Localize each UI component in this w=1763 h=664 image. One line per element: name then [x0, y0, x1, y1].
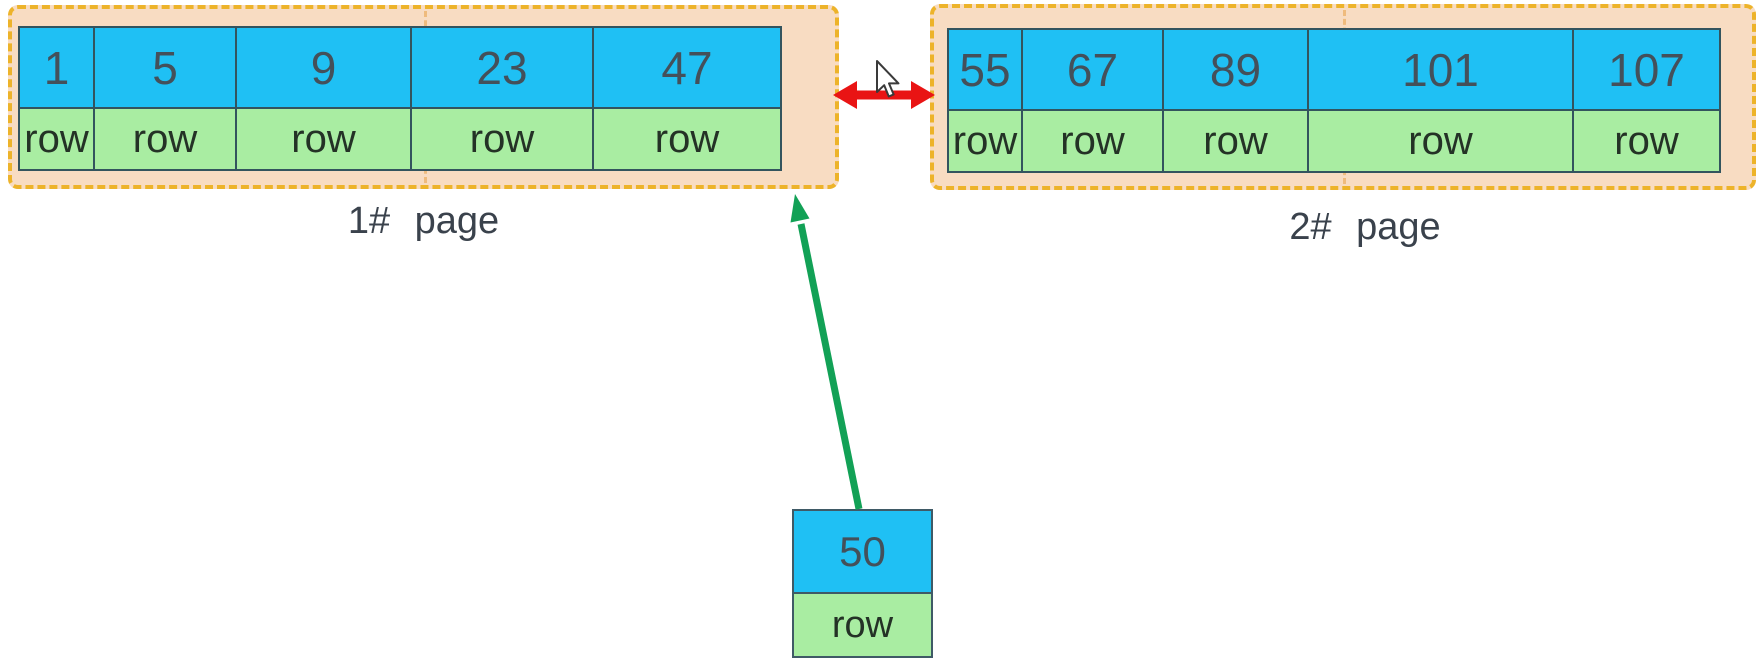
row-cell: row	[412, 109, 592, 169]
page-link-double-arrow-icon	[833, 81, 935, 109]
row-cell: row	[1023, 111, 1162, 171]
mouse-cursor-icon	[876, 60, 900, 98]
row-cell: row	[949, 111, 1021, 171]
key-cell: 47	[594, 28, 780, 109]
page-1-label: 1# page	[347, 200, 500, 242]
key-cell: 5	[95, 28, 235, 109]
page-2-label: 2# page	[1289, 206, 1441, 248]
key-cell: 107	[1574, 30, 1719, 111]
row-cell: row	[1309, 111, 1572, 171]
new-record-key-cell: 50	[794, 511, 931, 594]
key-cell: 1	[20, 28, 93, 109]
row-cell: row	[20, 109, 93, 169]
key-cell: 101	[1309, 30, 1572, 111]
row-cell: row	[1574, 111, 1719, 171]
row-cell: row	[95, 109, 235, 169]
new-record-row-cell: row	[794, 594, 931, 656]
key-cell: 9	[237, 28, 410, 109]
key-cell: 23	[412, 28, 592, 109]
key-cell: 55	[949, 30, 1021, 111]
row-cell: row	[594, 109, 780, 169]
key-cell: 89	[1164, 30, 1307, 111]
row-cell: row	[237, 109, 410, 169]
row-cell: row	[1164, 111, 1307, 171]
new-record-box: 50 row	[792, 509, 933, 658]
key-cell: 67	[1023, 30, 1162, 111]
